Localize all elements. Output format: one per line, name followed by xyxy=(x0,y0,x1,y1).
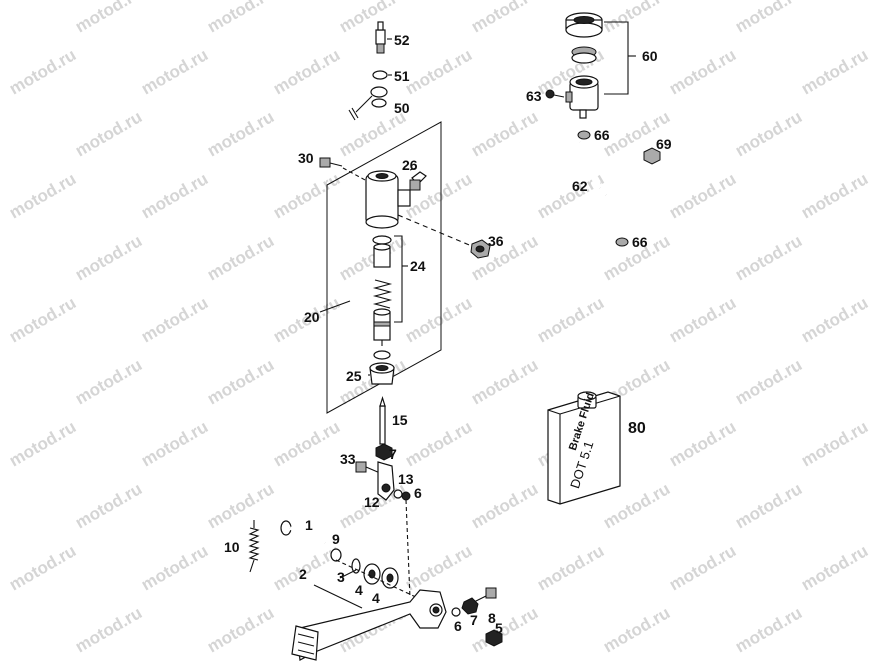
part-24-piston xyxy=(373,308,391,346)
part-60-reservoir-cap xyxy=(565,12,603,38)
part-6-washer-pedal xyxy=(451,607,461,617)
part-6-washer xyxy=(401,491,411,501)
callout-66-second: 66 xyxy=(632,234,648,250)
callout-5: 5 xyxy=(495,620,503,636)
callout-7-second: 7 xyxy=(470,612,478,628)
part-30-screw xyxy=(319,157,343,168)
part-80-brake-fluid-container xyxy=(547,391,621,505)
part-66-clamp-top xyxy=(577,130,591,140)
callout-13: 13 xyxy=(398,471,414,487)
callout-20: 20 xyxy=(304,309,320,325)
callout-3: 3 xyxy=(337,569,345,585)
part-60-reservoir-body xyxy=(565,75,599,119)
part-36-nut xyxy=(470,239,491,259)
assembly-panel xyxy=(326,121,442,414)
callout-80: 80 xyxy=(628,420,646,437)
callout-4: 4 xyxy=(355,582,363,598)
part-50-banjo-fitting xyxy=(348,86,388,121)
part-52-bleed-valve xyxy=(375,21,386,54)
callout-66: 66 xyxy=(594,127,610,143)
part-60-reservoir-seal xyxy=(571,46,597,64)
callout-51: 51 xyxy=(394,68,410,84)
part-69-plug xyxy=(643,147,661,165)
part-4-bearing-right xyxy=(381,567,399,589)
callout-63: 63 xyxy=(526,88,542,104)
part-24-sleeve xyxy=(373,243,391,268)
part-51-washer xyxy=(372,70,388,80)
callout-15: 15 xyxy=(392,412,408,428)
part-25-boot xyxy=(369,362,395,385)
part-circlip xyxy=(373,350,391,360)
callout-30: 30 xyxy=(298,150,314,166)
part-33-bolt xyxy=(355,461,381,474)
callout-9: 9 xyxy=(332,531,340,547)
part-66-clamp-bottom xyxy=(615,237,629,247)
part-master-cylinder-body xyxy=(365,170,411,229)
callout-12: 12 xyxy=(364,494,380,510)
callout-69: 69 xyxy=(656,136,672,152)
callout-6-second: 6 xyxy=(454,618,462,634)
callout-24: 24 xyxy=(410,258,426,274)
callout-33: 33 xyxy=(340,451,356,467)
callout-25: 25 xyxy=(346,368,362,384)
callout-36: 36 xyxy=(488,233,504,249)
callout-4-second: 4 xyxy=(372,590,380,606)
callout-50: 50 xyxy=(394,100,410,116)
callout-62: 62 xyxy=(572,178,588,194)
part-10-return-spring xyxy=(248,520,260,573)
part-1-pivot-bolt xyxy=(280,520,326,545)
part-15-push-rod xyxy=(379,395,386,445)
part-7-nut xyxy=(375,443,393,461)
part-2-brake-pedal xyxy=(291,589,447,661)
part-seal-ring xyxy=(372,235,392,245)
callout-26: 26 xyxy=(402,157,418,173)
part-9-washer xyxy=(330,548,342,562)
part-62-hose xyxy=(577,141,626,239)
part-4-bearing-left xyxy=(363,563,381,585)
callout-7: 7 xyxy=(389,446,397,462)
callout-8: 8 xyxy=(488,610,496,626)
part-3-circlip xyxy=(351,558,361,574)
part-clevis xyxy=(377,461,395,501)
callout-10: 10 xyxy=(224,539,240,555)
callout-2: 2 xyxy=(299,566,307,582)
part-5-nut xyxy=(485,629,503,647)
callout-6: 6 xyxy=(414,485,422,501)
part-63-screw xyxy=(545,89,565,99)
callout-1: 1 xyxy=(305,517,313,533)
part-7-nut-pedal xyxy=(461,597,479,615)
callout-60: 60 xyxy=(642,48,658,64)
callout-52: 52 xyxy=(394,32,410,48)
part-24-spring xyxy=(372,279,393,309)
part-13-bushing xyxy=(393,489,403,499)
part-26-elbow-fitting xyxy=(409,171,427,191)
